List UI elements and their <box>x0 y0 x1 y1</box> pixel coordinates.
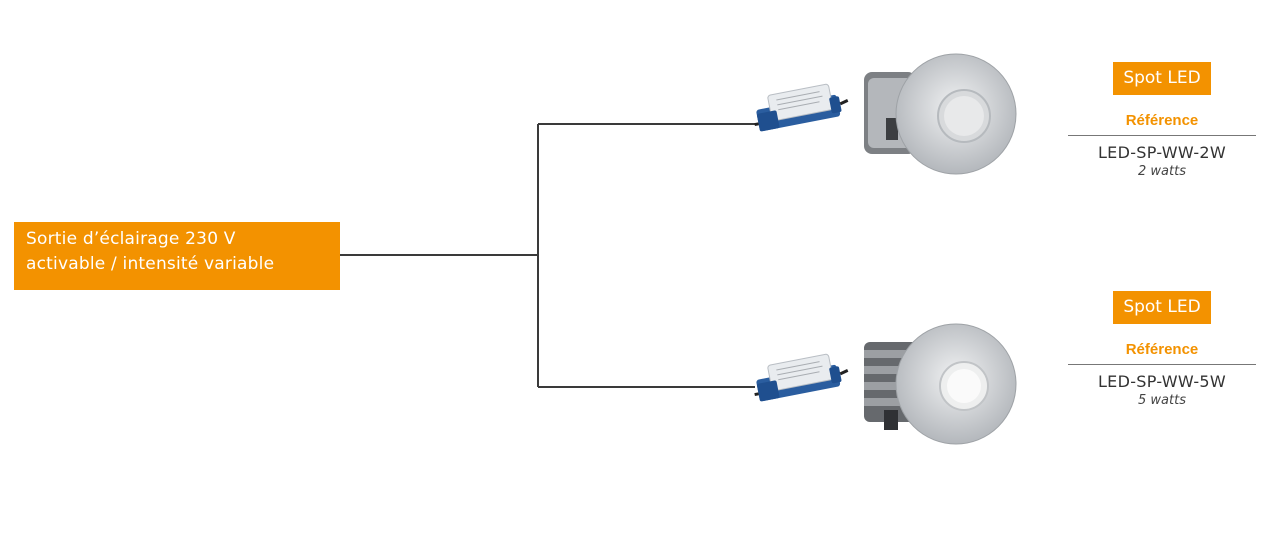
reference-code: LED-SP-WW-2W <box>1097 143 1227 162</box>
reference-label: Référence <box>1125 112 1199 129</box>
led-driver-icon <box>754 353 849 402</box>
reference-code: LED-SP-WW-5W <box>1097 372 1227 391</box>
led-spot-icon <box>864 323 1017 445</box>
output-5w-info: Spot LED Référence LED-SP-WW-5W 5 watts <box>1068 291 1256 408</box>
divider <box>1068 135 1256 136</box>
power-rating: 5 watts <box>1138 393 1186 408</box>
spot-led-badge: Spot LED <box>1113 291 1211 324</box>
output-2w-info: Spot LED Référence LED-SP-WW-2W 2 watts <box>1068 62 1256 179</box>
lighting-output-line2: activable / intensité variable <box>26 254 275 274</box>
led-driver-icon <box>754 83 849 132</box>
led-spot-icon <box>864 53 1017 175</box>
lighting-output-label: Sortie d’éclairage 230 V activable / int… <box>14 222 340 290</box>
spot-led-badge: Spot LED <box>1113 62 1211 95</box>
power-rating: 2 watts <box>1138 164 1186 179</box>
reference-label: Référence <box>1125 341 1199 358</box>
lighting-output-line1: Sortie d’éclairage 230 V <box>26 229 236 249</box>
divider <box>1068 364 1256 365</box>
